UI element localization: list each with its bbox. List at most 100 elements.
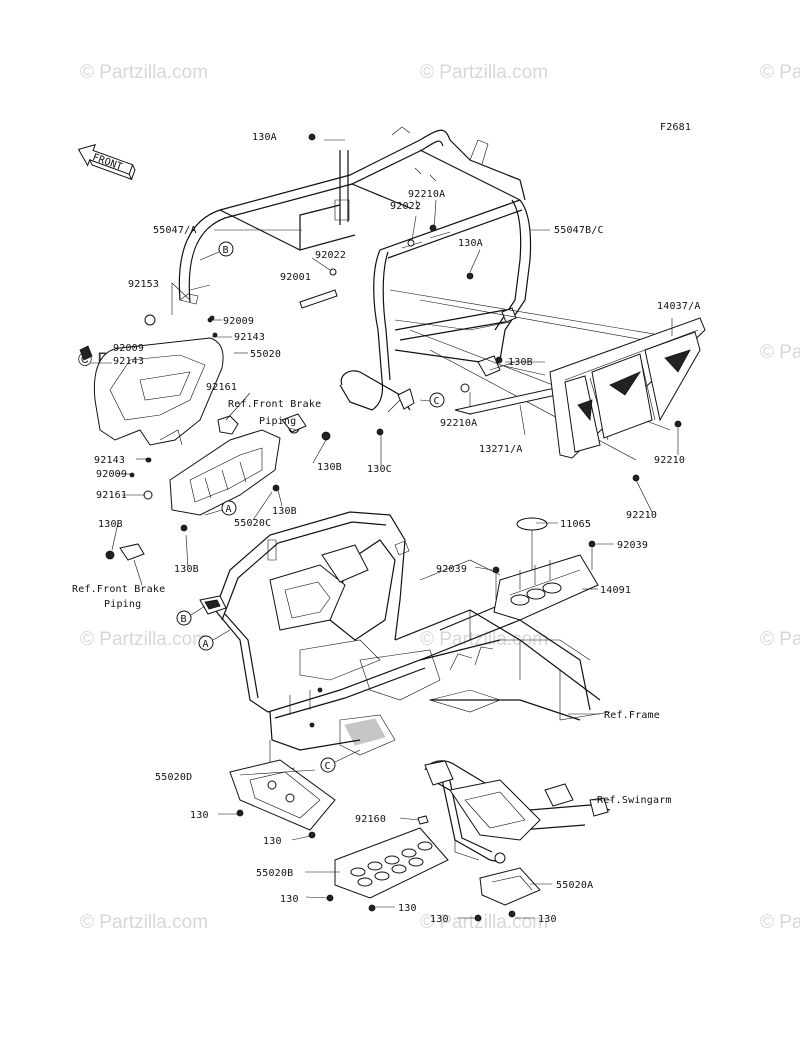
label-ref-front-brake: Ref.Front Brake [72,584,165,595]
svg-text:C: C [434,396,440,407]
roll-cage-55047 [178,126,532,411]
label-55047bc: 55047B/C [554,225,604,236]
label-92009: 92009 [113,343,144,354]
label-130c: 130C [367,464,392,475]
label-92143: 92143 [234,332,265,343]
label-92143: 92143 [113,356,144,367]
watermark: © Partzilla.com [420,912,548,933]
svg-text:© Partzilla.com: © Partzilla.com [80,912,208,933]
label-130b: 130B [174,564,199,575]
label-130: 130 [398,903,417,914]
label-92039: 92039 [436,564,467,575]
svg-text:© Partzilla.com: © Partzilla.com [80,62,208,83]
callout-a-2: A [198,629,231,651]
svg-text:© Partzilla.com: © Partzilla.com [760,62,800,83]
svg-text:© Partzilla.com: © Partzilla.com [760,342,800,363]
svg-text:A: A [203,639,209,650]
svg-text:© Partzilla.com: © Partzilla.com [760,629,800,650]
label-92009: 92009 [223,316,254,327]
watermark: © Partzilla.com [760,62,800,83]
svg-text:© Partzilla.com: © Partzilla.com [420,629,548,650]
hardware [129,133,503,478]
label-130: 130 [280,894,299,905]
label-130a: 130A [458,238,483,249]
label-130a: 130A [252,132,277,143]
label-13271a: 13271/A [479,444,523,455]
svg-text:© Partzilla.com: © Partzilla.com [80,629,208,650]
swingarm [424,760,611,864]
label-130: 130 [190,810,209,821]
label-130: 130 [538,914,557,925]
label-130b: 130B [508,357,533,368]
svg-text:A: A [226,504,232,515]
cap-11065 [516,517,548,531]
skid-plate-55020b [326,815,449,912]
watermark: © Partzilla.com [760,912,800,933]
label-55020b: 55020B [256,868,293,879]
front-arrow-icon: FRONT [77,144,136,181]
label-55020: 55020 [250,349,281,360]
label-92022: 92022 [390,201,421,212]
label-92009: 92009 [96,469,127,480]
callout-b-1: B [199,241,234,261]
watermark: © Partzilla.com [420,62,548,83]
label-130: 130 [430,914,449,925]
figure-id: F2681 [660,122,691,133]
plate-14091 [492,517,599,621]
label-92143: 92143 [94,455,125,466]
label-130b: 130B [317,462,342,473]
callout-b-2: B [176,605,206,626]
svg-text:© Partzilla.com: © Partzilla.com [420,62,548,83]
svg-text:B: B [181,614,187,625]
label-ref-front-brake: Ref.Front Brake [228,399,321,410]
callout-c-2: C [320,749,361,773]
watermark: © Partzilla.com [80,629,208,650]
label-55020c: 55020C [234,518,271,529]
label-92210a: 92210A [408,189,445,200]
label-92153: 92153 [128,279,159,290]
watermark: © Partzilla.com [80,62,208,83]
label-55047a: 55047/A [153,225,197,236]
bracket-55020c [105,314,331,561]
front-fender-55020 [79,337,224,446]
label-14037a: 14037/A [657,301,701,312]
label-92161: 92161 [96,490,127,501]
label-130b: 130B [272,506,297,517]
label-55020d: 55020D [155,772,192,783]
main-frame [199,511,611,771]
skid-plate-55020a [474,867,541,922]
label-piping: Piping [104,599,141,610]
label-92210a: 92210A [440,418,477,429]
label-92001: 92001 [280,272,311,283]
label-130b: 130B [98,519,123,530]
watermark: © Partzilla.com [760,342,800,363]
label-leaders [90,319,679,919]
callout-c-1: C [429,392,445,408]
watermark: © Partzilla.com [420,629,548,650]
watermark: © Partzilla.com [80,912,208,933]
skid-plate-55020d [229,759,336,839]
label-ref-frame: Ref.Frame [604,710,660,721]
label-130: 130 [263,836,282,847]
label-92210: 92210 [626,510,657,521]
svg-text:© Partzilla.com: © Partzilla.com [760,912,800,933]
screen-panel-14037 [549,317,706,482]
label-ref-swingarm: Ref.Swingarm [597,795,672,806]
label-11065: 11065 [560,519,591,530]
label-92022: 92022 [315,250,346,261]
svg-text:B: B [223,245,229,256]
label-piping: Piping [259,416,296,427]
label-55020a: 55020A [556,880,593,891]
label-92160: 92160 [355,814,386,825]
callout-a-1: A [204,500,237,516]
label-14091: 14091 [600,585,631,596]
label-92210: 92210 [654,455,685,466]
label-92161: 92161 [206,382,237,393]
part-labels: 130A 55047/A 55047B/C 92210A 92022 130A … [72,132,701,925]
watermark: © Partzilla.com [760,629,800,650]
svg-text:© Partzilla.com: © Partzilla.com [420,912,548,933]
svg-text:C: C [325,761,331,772]
label-92039: 92039 [617,540,648,551]
